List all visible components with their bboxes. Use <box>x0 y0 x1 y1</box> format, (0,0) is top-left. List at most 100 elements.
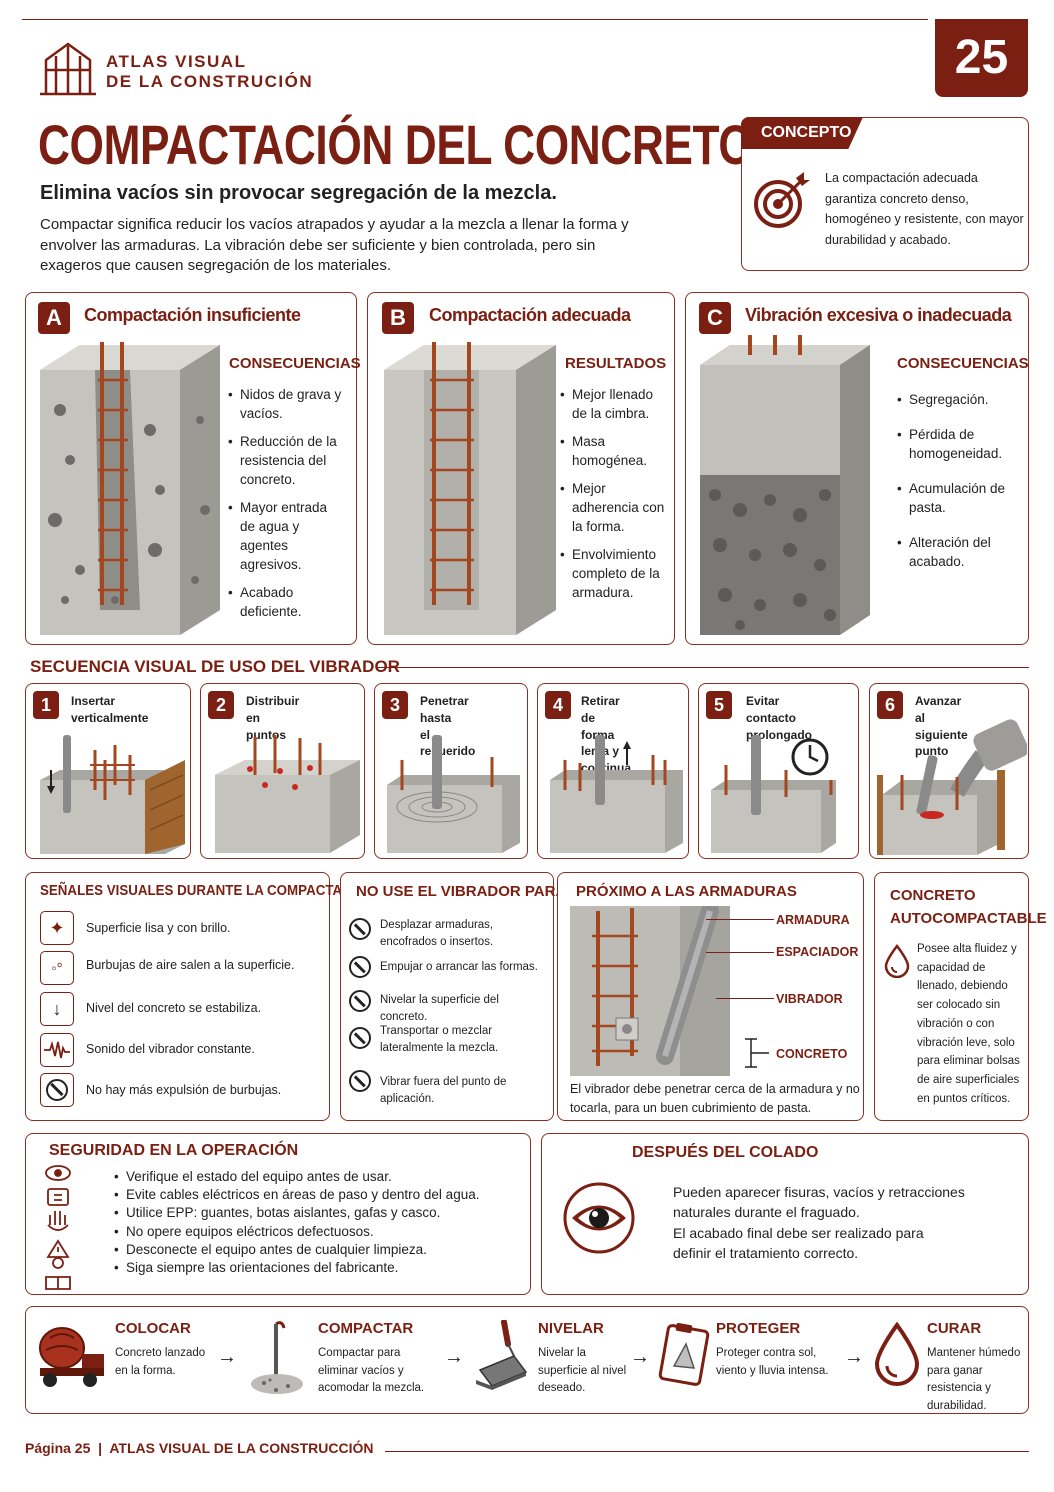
process-text: Concreto lanzado en la forma. <box>115 1347 206 1377</box>
step-2-illustration <box>210 735 360 860</box>
protect-clipboard-icon <box>658 1322 710 1393</box>
dont-use-title: NO USE EL VIBRADOR PARA <box>356 883 567 900</box>
rebar-vibrator-illustration <box>570 902 730 1081</box>
panel-c-item: Alteración del acabado. <box>897 533 1022 571</box>
eye-icon <box>562 1181 636 1260</box>
column-adequate-illustration <box>384 340 556 640</box>
self-compacting-text: Posee alta fluidez y capacidad de llenad… <box>917 943 1020 1105</box>
brand-logo-icon <box>38 38 98 96</box>
target-icon <box>752 170 812 230</box>
panel-c-letter: C <box>699 302 731 334</box>
panel-a-item: Mayor entrada de agua y agentes agresivo… <box>228 498 344 574</box>
process-title: PROTEGER <box>716 1320 801 1337</box>
signals-box <box>25 872 330 1121</box>
panel-b-heading: RESULTADOS <box>565 355 667 372</box>
arrow-right-icon: → <box>444 1346 464 1368</box>
panel-c-title: Vibración excesiva o inadecuada <box>745 305 1012 325</box>
water-drop-icon <box>874 1321 920 1391</box>
brand-name: ATLAS VISUAL DE LA CONSTRUCIÓN <box>106 52 313 92</box>
near-rebar-title: PRÓXIMO A LAS ARMADURAS <box>576 883 797 900</box>
near-rebar-caption: El vibrador debe penetrar cerca de la ar… <box>570 1082 860 1115</box>
droplet-icon <box>884 943 910 983</box>
concept-text: La compactación adecuada garantiza concr… <box>825 171 1024 247</box>
process-text: Nivelar la superficie al nivel deseado. <box>538 1347 627 1394</box>
bubbles-icon: ◦° <box>40 951 74 985</box>
dimension-marker-icon <box>743 1038 769 1068</box>
panel-a-list: Nidos de grava y vacíos. Reducción de la… <box>228 385 344 621</box>
footer-text: Página 25 | ATLAS VISUAL DE LA CONSTRUCC… <box>25 1440 374 1456</box>
panel-a-item: Nidos de grava y vacíos. <box>228 385 344 423</box>
label-vibrador: VIBRADOR <box>776 992 843 1006</box>
panel-b-letter: B <box>382 302 414 334</box>
signals-item: Superficie lisa y con brillo. <box>86 921 231 935</box>
dont-use-item: Empujar o arrancar las formas. <box>380 961 538 973</box>
page-number: 25 <box>954 31 1009 84</box>
panel-c-item: Pérdida de homogeneidad. <box>897 425 1022 463</box>
step-4-illustration <box>545 735 685 860</box>
prohibited-icon <box>349 1070 371 1092</box>
intro-text: Compactar significa reducir los vacíos a… <box>40 216 629 274</box>
concept-label-text: CONCEPTO <box>761 124 852 141</box>
panel-b-item: Masa homogénea. <box>560 432 670 470</box>
prohibited-icon <box>349 1027 371 1049</box>
step-3-illustration <box>382 735 522 860</box>
panel-b-title: Compactación adecuada <box>429 305 631 325</box>
arrow-right-icon: → <box>217 1346 237 1368</box>
process-title: COMPACTAR <box>318 1320 414 1337</box>
label-espaciador: ESPACIADOR <box>776 945 859 959</box>
dont-use-item: Nivelar la superficie del concreto. <box>380 994 499 1024</box>
panel-c-item: Acumulación de pasta. <box>897 479 1022 517</box>
column-excessive-vibration-illustration <box>700 335 870 640</box>
panel-c-list: Segregación. Pérdida de homogeneidad. Ac… <box>897 390 1022 571</box>
step-number: 2 <box>208 691 234 719</box>
dont-use-box <box>340 872 554 1121</box>
safety-item: Utilice EPP: guantes, botas aislantes, g… <box>114 1204 524 1222</box>
panel-b-item: Envolvimiento completo de la armadura. <box>560 545 670 602</box>
panel-a-item: Reducción de la resistencia del concreto… <box>228 432 344 489</box>
step-number: 6 <box>877 691 903 719</box>
label-armadura: ARMADURA <box>776 913 850 927</box>
dont-use-item: Desplazar armaduras, encofrados o insert… <box>380 919 494 948</box>
after-text: Pueden aparecer fisuras, vacíos y retrac… <box>673 1184 965 1261</box>
safety-item: Evite cables eléctricos en áreas de paso… <box>114 1186 524 1204</box>
safety-title: SEGURIDAD EN LA OPERACIÓN <box>49 1142 299 1159</box>
after-box <box>541 1133 1029 1295</box>
self-compacting-box <box>874 872 1029 1121</box>
step-number: 5 <box>706 691 732 719</box>
panel-a-title: Compactación insuficiente <box>84 305 301 325</box>
step-number: 3 <box>382 691 408 719</box>
sequence-title: SECUENCIA VISUAL DE USO DEL VIBRADOR <box>30 657 400 676</box>
after-title: DESPUÉS DEL COLADO <box>632 1144 819 1161</box>
panel-b-item: Mejor adherencia con la forma. <box>560 479 670 536</box>
signals-title: SEÑALES VISUALES DURANTE LA COMPACTACIÓN <box>40 883 376 899</box>
clock-icon <box>790 737 830 782</box>
page-number-badge: 25 <box>935 19 1028 97</box>
brand-line1: ATLAS VISUAL <box>106 52 247 71</box>
arrow-right-icon: → <box>844 1346 864 1368</box>
prohibited-icon <box>349 956 371 978</box>
safety-item: Siga siempre las orientaciones del fabri… <box>114 1259 524 1277</box>
signals-item: Sonido del vibrador constante. <box>86 1042 255 1056</box>
page-title: COMPACTACIÓN DEL CONCRETO <box>38 113 753 176</box>
dont-use-item: Transportar o mezclar lateralmente la me… <box>380 1025 499 1054</box>
safety-item: Desconecte el equipo antes de cualquier … <box>114 1241 524 1259</box>
panel-a-item: Acabado deficiente. <box>228 583 344 621</box>
panel-a-heading: CONSECUENCIAS <box>229 355 361 372</box>
column-insufficient-illustration <box>40 340 220 640</box>
self-compacting-title: CONCRETO AUTOCOMPACTABLE <box>890 887 1047 927</box>
process-box <box>25 1306 1029 1414</box>
process-title: NIVELAR <box>538 1320 604 1337</box>
panel-b-list: Mejor llenado de la cimbra. Masa homogén… <box>560 385 670 602</box>
dont-use-item: Vibrar fuera del punto de aplicación. <box>380 1076 507 1106</box>
step-5-illustration <box>706 735 856 860</box>
panel-c-item: Segregación. <box>897 390 1022 409</box>
step-number: 4 <box>545 691 571 719</box>
step-1-illustration <box>35 730 185 859</box>
brand-line2: DE LA CONSTRUCIÓN <box>106 72 314 91</box>
signals-item: No hay más expulsión de burbujas. <box>86 1083 282 1097</box>
step-number: 1 <box>33 691 59 719</box>
process-text: Mantener húmedo para ganar resistencia y… <box>927 1347 1021 1412</box>
